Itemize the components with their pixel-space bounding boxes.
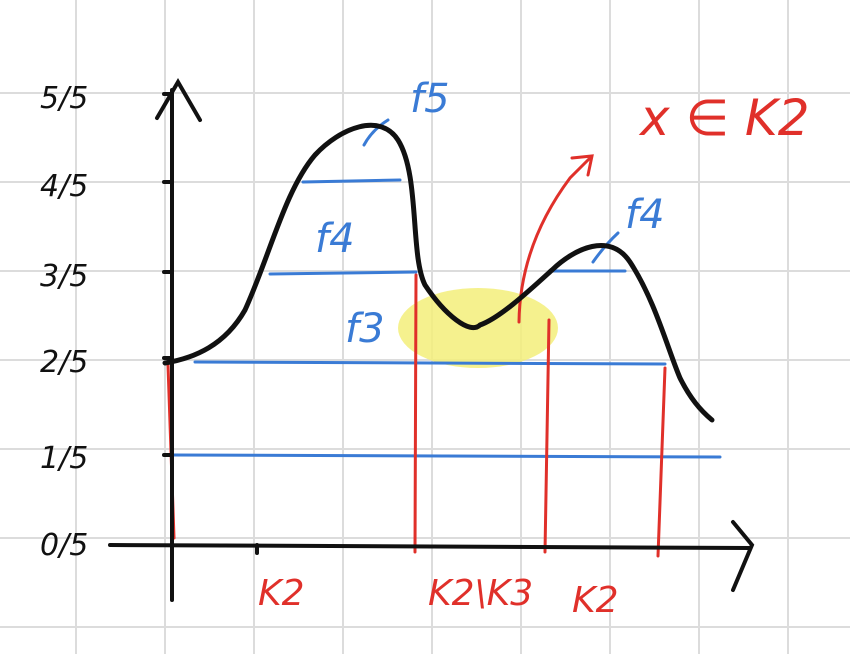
y-axis-arrowhead <box>155 78 202 122</box>
x-axis <box>108 543 752 550</box>
level-line-2 <box>193 360 667 366</box>
label-f4-left: f4 <box>315 216 355 262</box>
y-tick-label: 1/5 <box>40 441 88 476</box>
region-label-right: K2 <box>572 580 619 621</box>
red-arrowhead <box>570 154 594 177</box>
y-tick-label: 5/5 <box>40 81 88 116</box>
y-tick-label: 0/5 <box>40 528 88 563</box>
y-tick-label: 2/5 <box>40 345 88 380</box>
level-line-4 <box>301 178 402 184</box>
marker-3 <box>543 318 551 554</box>
y-tick-label: 3/5 <box>40 259 88 294</box>
x-axis-arrowhead <box>731 520 755 592</box>
level-lines <box>170 118 722 459</box>
label-f4-right: f4 <box>625 192 665 238</box>
marker-4 <box>656 366 667 558</box>
f5-pointer <box>362 118 390 147</box>
statement-label: x ∈ K2 <box>638 89 810 147</box>
region-label-left: K2 <box>258 573 305 614</box>
y-tick-labels: 5/5 4/5 3/5 2/5 1/5 0/5 <box>40 81 88 563</box>
region-label-middle: K2\K3 <box>428 573 533 614</box>
red-markers <box>166 154 667 558</box>
axes <box>108 78 755 602</box>
red-arrow <box>517 156 592 324</box>
marker-2 <box>413 273 418 554</box>
label-f3: f3 <box>345 306 385 352</box>
y-tick-label: 4/5 <box>40 169 88 204</box>
function-curve <box>162 122 715 423</box>
label-f5: f5 <box>410 76 450 122</box>
level-line-1 <box>170 453 722 459</box>
level-line-3-left <box>268 270 418 276</box>
region-labels: K2 K2\K3 K2 <box>258 573 619 621</box>
function-labels: f5 f4 f4 f3 <box>315 76 665 352</box>
